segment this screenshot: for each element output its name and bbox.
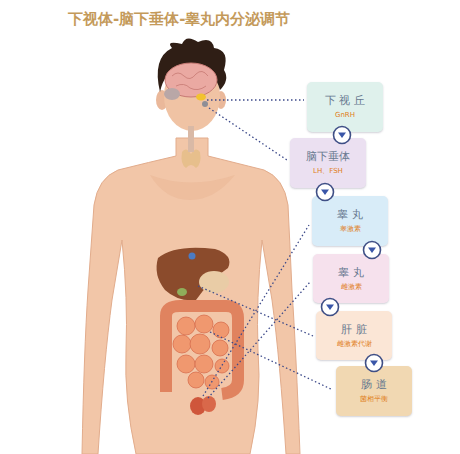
trachea: [188, 126, 194, 152]
body-silhouette: [82, 138, 300, 454]
leader-line: [207, 99, 304, 100]
organ-box: 肠 道菌相平衡: [336, 366, 412, 416]
arrow-circle: [317, 184, 334, 201]
leader-line: [203, 225, 309, 396]
leader-line: [210, 332, 333, 390]
pituitary: [202, 101, 208, 107]
flow-connector: [334, 127, 351, 144]
organ-name: 脑下垂体: [306, 150, 350, 164]
hormone-label: 雌激素: [341, 283, 362, 292]
organ-box: 睾 丸睾激素: [312, 196, 388, 246]
organ-box: 下 视 丘 GnRH: [307, 82, 383, 132]
organ-box: 睾 丸雌激素: [313, 254, 389, 303]
small-intestine: [173, 315, 229, 389]
large-intestine: [166, 306, 238, 394]
arrow-head: [368, 248, 376, 254]
arrow-head: [326, 305, 334, 311]
organ-name: 肠 道: [361, 378, 387, 392]
spleen: [189, 253, 196, 260]
brain-folds: [172, 71, 208, 89]
face: [164, 61, 220, 131]
flow-connector: [322, 299, 339, 316]
arrow-circle: [364, 242, 381, 259]
testis: [202, 396, 216, 412]
flow-connector: [366, 355, 383, 372]
stomach: [199, 271, 229, 293]
leader-line: [198, 286, 313, 336]
flow-connector: [317, 184, 334, 201]
body-shading: [150, 175, 235, 200]
organ-name: 睾 丸: [338, 266, 364, 280]
arrow-head: [370, 361, 378, 367]
leader-line: [209, 108, 287, 160]
arrow-head: [321, 190, 329, 196]
hormone-label: 菌相平衡: [360, 395, 388, 404]
thyroid: [182, 149, 201, 168]
hormone-label: LH、FSH: [313, 167, 343, 176]
arrow-circle: [366, 355, 383, 372]
organ-box: 脑下垂体 LH、FSH: [290, 138, 366, 188]
arrow-circle: [334, 127, 351, 144]
arrow-head: [338, 133, 346, 139]
liver: [157, 248, 230, 301]
organ-name: 睾 丸: [337, 208, 363, 222]
cerebellum: [164, 88, 180, 100]
hormone-label: 睾激素: [340, 225, 361, 234]
hormone-label: 雌激素代谢: [337, 340, 372, 349]
hypothalamus: [196, 94, 206, 101]
flow-connector: [364, 242, 381, 259]
leader-line: [208, 282, 310, 398]
hormone-label: GnRH: [335, 111, 355, 120]
arrow-circle: [322, 299, 339, 316]
organ-name: 肝 脏: [341, 323, 367, 337]
diagram-title: 下视体-脑下垂体-睾丸内分泌调节: [68, 10, 290, 29]
organ-name: 下 视 丘: [325, 94, 365, 108]
organ-box: 肝 脏雌激素代谢: [316, 311, 392, 360]
gallbladder: [177, 288, 187, 296]
